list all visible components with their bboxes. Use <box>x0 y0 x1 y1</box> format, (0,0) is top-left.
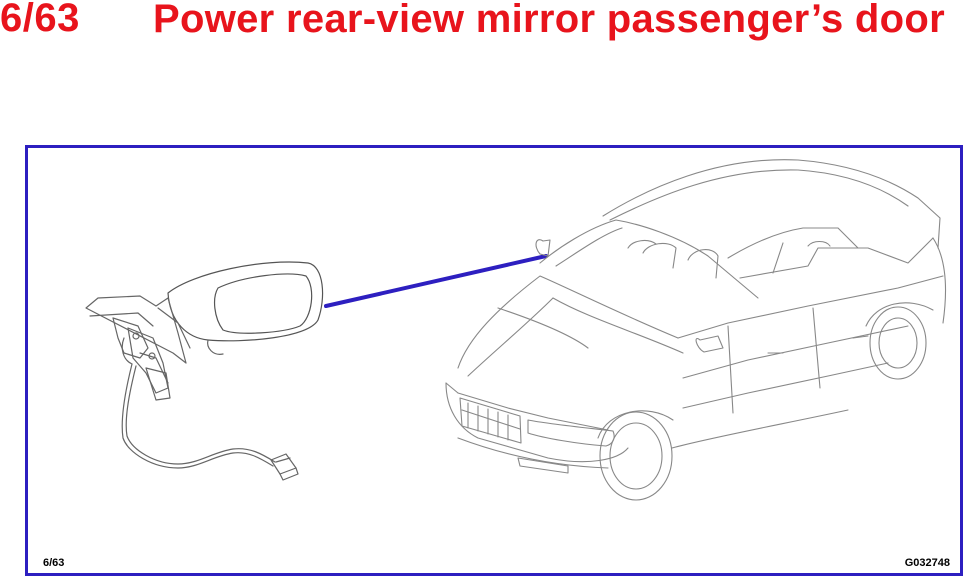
page-title: Power rear-view mirror passenger’s door <box>153 0 945 41</box>
illustration-canvas <box>85 159 947 501</box>
illustration-frame: 6/63 G032748 <box>25 145 963 576</box>
figure-page-ref: 6/63 <box>43 557 65 569</box>
section-number: 6/63 <box>0 0 80 40</box>
pointer-line <box>324 254 548 308</box>
figure-id: G032748 <box>904 557 950 569</box>
mirror-assembly-drawing <box>85 261 324 481</box>
car-drawing <box>445 159 947 501</box>
